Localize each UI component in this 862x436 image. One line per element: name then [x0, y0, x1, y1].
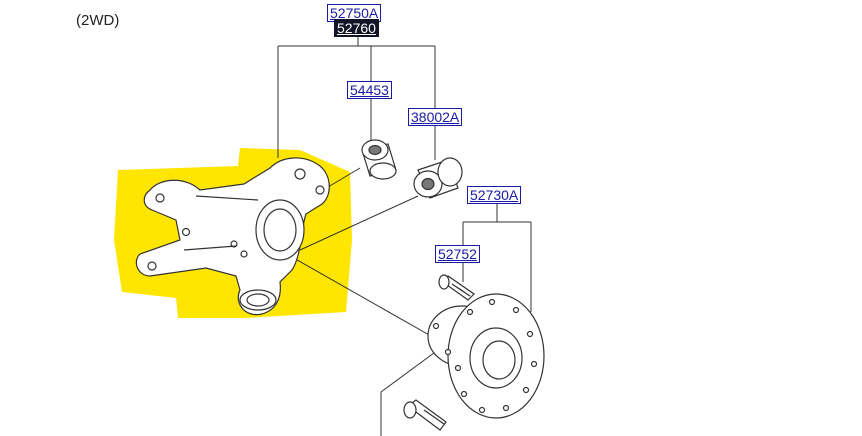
hub-icon: [427, 293, 545, 419]
callout-assembly-alt[interactable]: 52760: [334, 19, 379, 37]
bolt-icon: [403, 399, 447, 431]
knuckle-icon: [135, 157, 330, 316]
callout-hub-assembly[interactable]: 52730A: [467, 186, 522, 204]
bushing-icon: [413, 157, 463, 199]
bolt-icon: [438, 274, 475, 301]
drive-variant-label: (2WD): [76, 12, 120, 29]
callout-bushing-large[interactable]: 38002A: [408, 108, 463, 126]
callout-assembly-primary[interactable]: 52750A: [327, 4, 382, 22]
bushing-icon: [361, 139, 397, 180]
callout-bushing-small[interactable]: 54453: [347, 81, 392, 99]
callout-hub-bolt[interactable]: 52752: [435, 245, 480, 263]
